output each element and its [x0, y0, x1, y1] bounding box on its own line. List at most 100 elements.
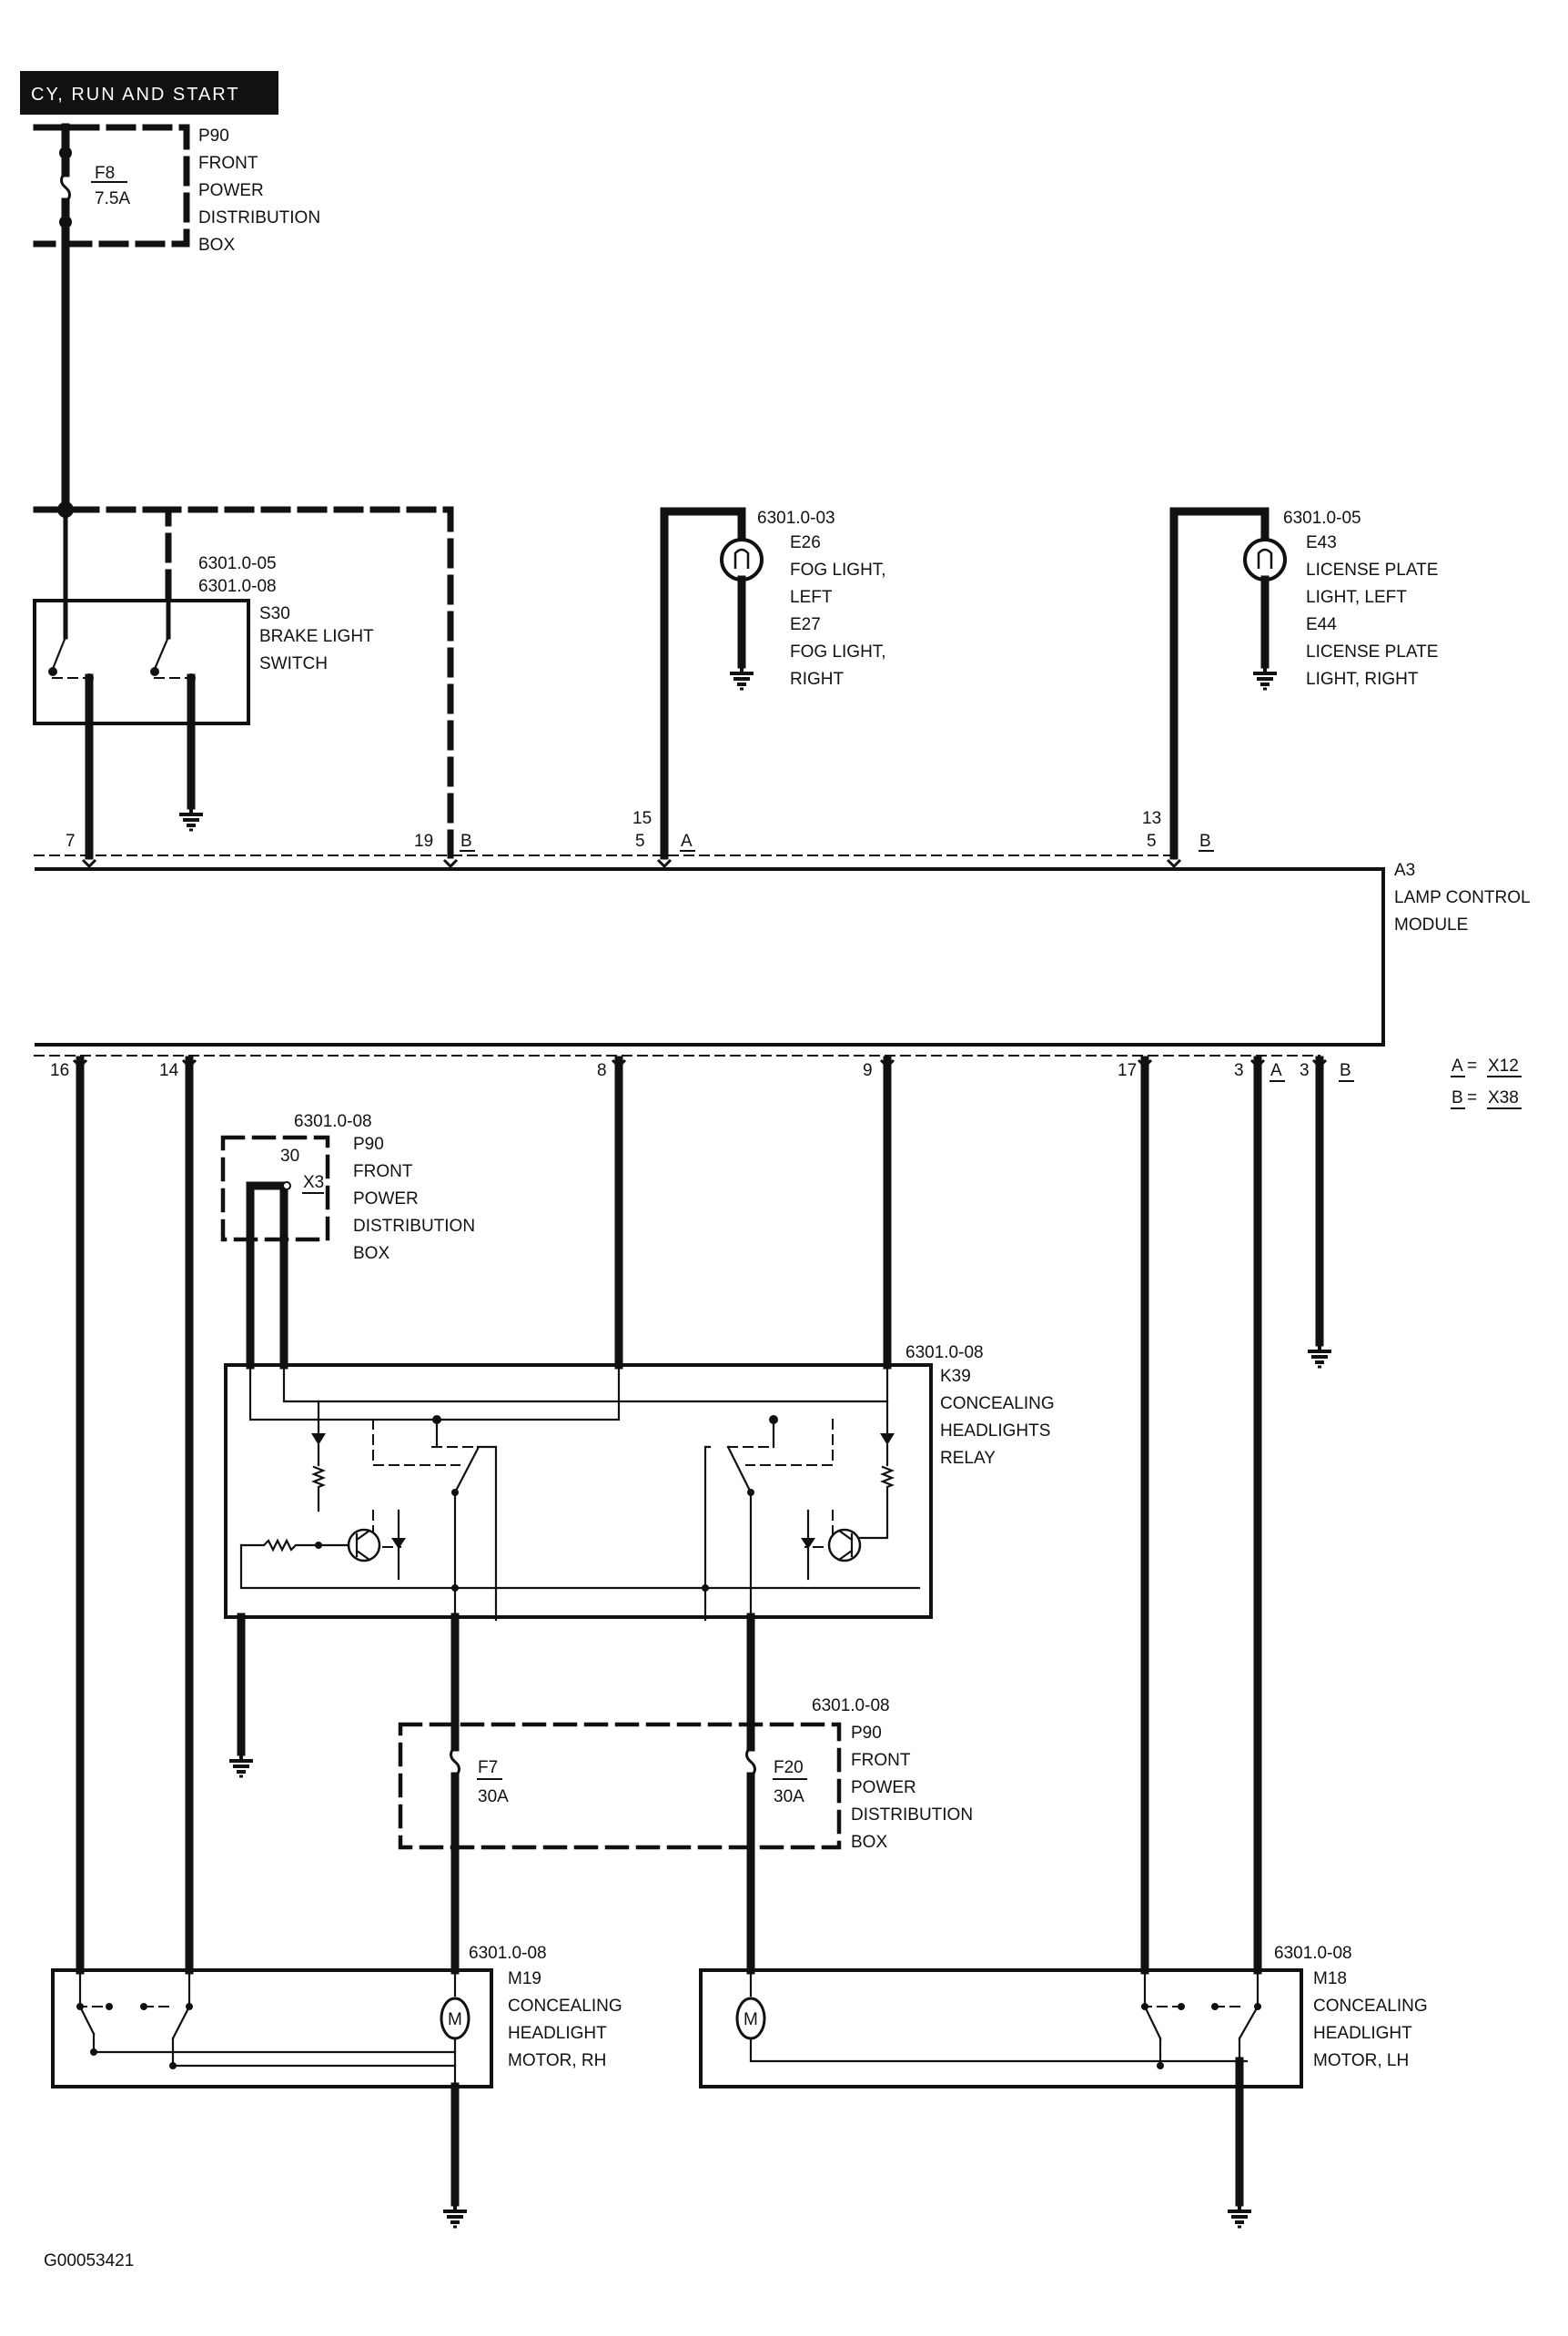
diagram-label: X38 [1488, 1088, 1519, 1107]
fuse-f20-rating: 30A [774, 1787, 804, 1806]
diagram-label: POWER [198, 181, 264, 200]
diagram-label: 9 [863, 1061, 873, 1080]
diagram-label: A [681, 832, 693, 851]
diagram-label: POWER [353, 1189, 419, 1208]
diagram-label: POWER [851, 1778, 916, 1797]
fog-light-ref: 6301.0-03 [757, 509, 835, 528]
fuse-box-low: F7 30A F20 30A 6301.0-08 P90 FRONT POWER… [398, 1613, 973, 1975]
header-title: CY, RUN AND START [31, 85, 240, 105]
document-id: G00053421 [44, 2251, 134, 2270]
fog-light: 6301.0-03 E26 FOG LIGHT, LEFT E27 FOG LI… [660, 507, 886, 860]
motor-rh-code: M19 [508, 1969, 541, 1988]
motor-feed-wires [76, 1056, 1333, 1975]
diagram-label: B [460, 832, 472, 851]
fuse-box-top: F8 7.5A P90 FRONT POWER DISTRIBUTION BOX [33, 123, 320, 514]
motor-lh-symbol: M [744, 2010, 758, 2029]
diagram-label: P90 [353, 1135, 384, 1154]
fuse-f8-rating: 7.5A [95, 189, 130, 208]
relay-code: K39 [940, 1367, 971, 1386]
diagram-label: 15 [632, 809, 652, 828]
diagram-label: E27 [790, 615, 821, 634]
diagram-label: 5 [635, 832, 645, 851]
diagram-label: RELAY [940, 1449, 996, 1468]
diagram-label: CONCEALING [940, 1394, 1055, 1413]
diagram-label: LAMP CONTROL [1394, 888, 1531, 907]
diagram-label: 17 [1118, 1061, 1137, 1080]
diagram-label: 3 [1300, 1061, 1310, 1080]
diagram-label: DISTRIBUTION [353, 1217, 475, 1236]
diagram-label: 16 [50, 1061, 69, 1080]
diagram-label: BOX [353, 1244, 389, 1263]
diagram-label: 6301.0-08 [198, 577, 277, 596]
fuse-box-low-ref: 6301.0-08 [812, 1696, 890, 1715]
diagram-label: CONCEALING [508, 1997, 622, 2016]
diagram-label: HEADLIGHT [1313, 2024, 1412, 2043]
diagram-label: 5 [1147, 832, 1157, 851]
diagram-label: 13 [1142, 809, 1161, 828]
diagram-label: LIGHT, LEFT [1306, 588, 1407, 607]
fuse-f7-rating: 30A [478, 1787, 509, 1806]
diagram-label: 8 [597, 1061, 607, 1080]
diagram-label: A [1270, 1061, 1282, 1080]
diagram-label: HEADLIGHTS [940, 1421, 1050, 1441]
diagram-label: B [1340, 1061, 1351, 1080]
diagram-label: E26 [790, 533, 821, 552]
section-header: CY, RUN AND START [20, 71, 278, 115]
fuse-f20-label: F20 [774, 1758, 804, 1777]
connector-legend: A = X12 B = X38 [1451, 1057, 1522, 1109]
diagram-label: E44 [1306, 615, 1337, 634]
diagram-label: 6301.0-05 [198, 554, 277, 573]
diagram-label: LICENSE PLATE [1306, 561, 1438, 580]
diagram-label: 3 [1234, 1061, 1244, 1080]
fuse-f8-label: F8 [95, 164, 115, 183]
fuse-box-mid-ref: 6301.0-08 [294, 1112, 372, 1131]
diagram-label: P90 [851, 1724, 882, 1743]
diagram-label: DISTRIBUTION [198, 208, 320, 228]
diagram-label: LEFT [790, 588, 833, 607]
diagram-label: 7 [66, 832, 76, 851]
diagram-label: FRONT [851, 1751, 911, 1770]
diagram-label: LIGHT, RIGHT [1306, 670, 1419, 689]
license-light-ref: 6301.0-05 [1283, 509, 1361, 528]
diagram-label: B [1199, 832, 1211, 851]
headlights-relay: 6301.0-08 K39 CONCEALING HEADLIGHTS RELA… [224, 1343, 1055, 1778]
diagram-label: FOG LIGHT, [790, 642, 886, 662]
motor-rh-symbol: M [448, 2010, 462, 2029]
diagram-label: SWITCH [259, 654, 328, 673]
diagram-label: = [1467, 1088, 1477, 1107]
diagram-label: MOTOR, RH [508, 2051, 606, 2070]
diagram-label: BOX [198, 236, 235, 255]
fuse-box-top-code: P90 [198, 126, 229, 146]
diagram-label: RIGHT [790, 670, 845, 689]
motor-lh-code: M18 [1313, 1969, 1347, 1988]
motor-lh: M 6301.0-08 M18 CONCEALING HEADLIGHT MOT… [699, 1944, 1428, 2229]
lamp-module-code: A3 [1394, 861, 1415, 880]
module-bottom-pins: 16 14 8 9 17 3 A 3 B [34, 1055, 1354, 1082]
lamp-control-module: A3 LAMP CONTROL MODULE [35, 861, 1531, 1047]
diagram-label: 30 [280, 1147, 299, 1166]
fuse-f7-label: F7 [478, 1758, 498, 1777]
brake-light-switch: 6301.0-05 6301.0-08 S30 BRAKE LIGHT SWIT… [33, 501, 454, 860]
diagram-label: MOTOR, LH [1313, 2051, 1409, 2070]
fuse-box-mid: 6301.0-08 30 X3 P90 FRONT POWER DISTRIBU… [220, 1112, 475, 1370]
diagram-label: LICENSE PLATE [1306, 642, 1438, 662]
diagram-label: = [1467, 1057, 1477, 1076]
diagram-label: CONCEALING [1313, 1997, 1428, 2016]
diagram-label: FRONT [198, 154, 258, 173]
motor-rh: M 6301.0-08 M19 CONCEALING HEADLIGHT MOT… [51, 1944, 622, 2229]
diagram-label: FRONT [353, 1162, 413, 1181]
diagram-label: E43 [1306, 533, 1337, 552]
diagram-label: 14 [159, 1061, 179, 1080]
diagram-label: HEADLIGHT [508, 2024, 607, 2043]
diagram-label: X12 [1488, 1057, 1519, 1076]
brake-switch-code: S30 [259, 604, 290, 623]
diagram-label: A [1452, 1057, 1463, 1076]
connector-x3: X3 [303, 1173, 324, 1192]
diagram-label: MODULE [1394, 915, 1468, 935]
motor-lh-ref: 6301.0-08 [1274, 1944, 1352, 1963]
diagram-label: BOX [851, 1833, 887, 1852]
diagram-label: 19 [414, 832, 433, 851]
motor-rh-ref: 6301.0-08 [469, 1944, 547, 1963]
diagram-label: BRAKE LIGHT [259, 627, 374, 646]
